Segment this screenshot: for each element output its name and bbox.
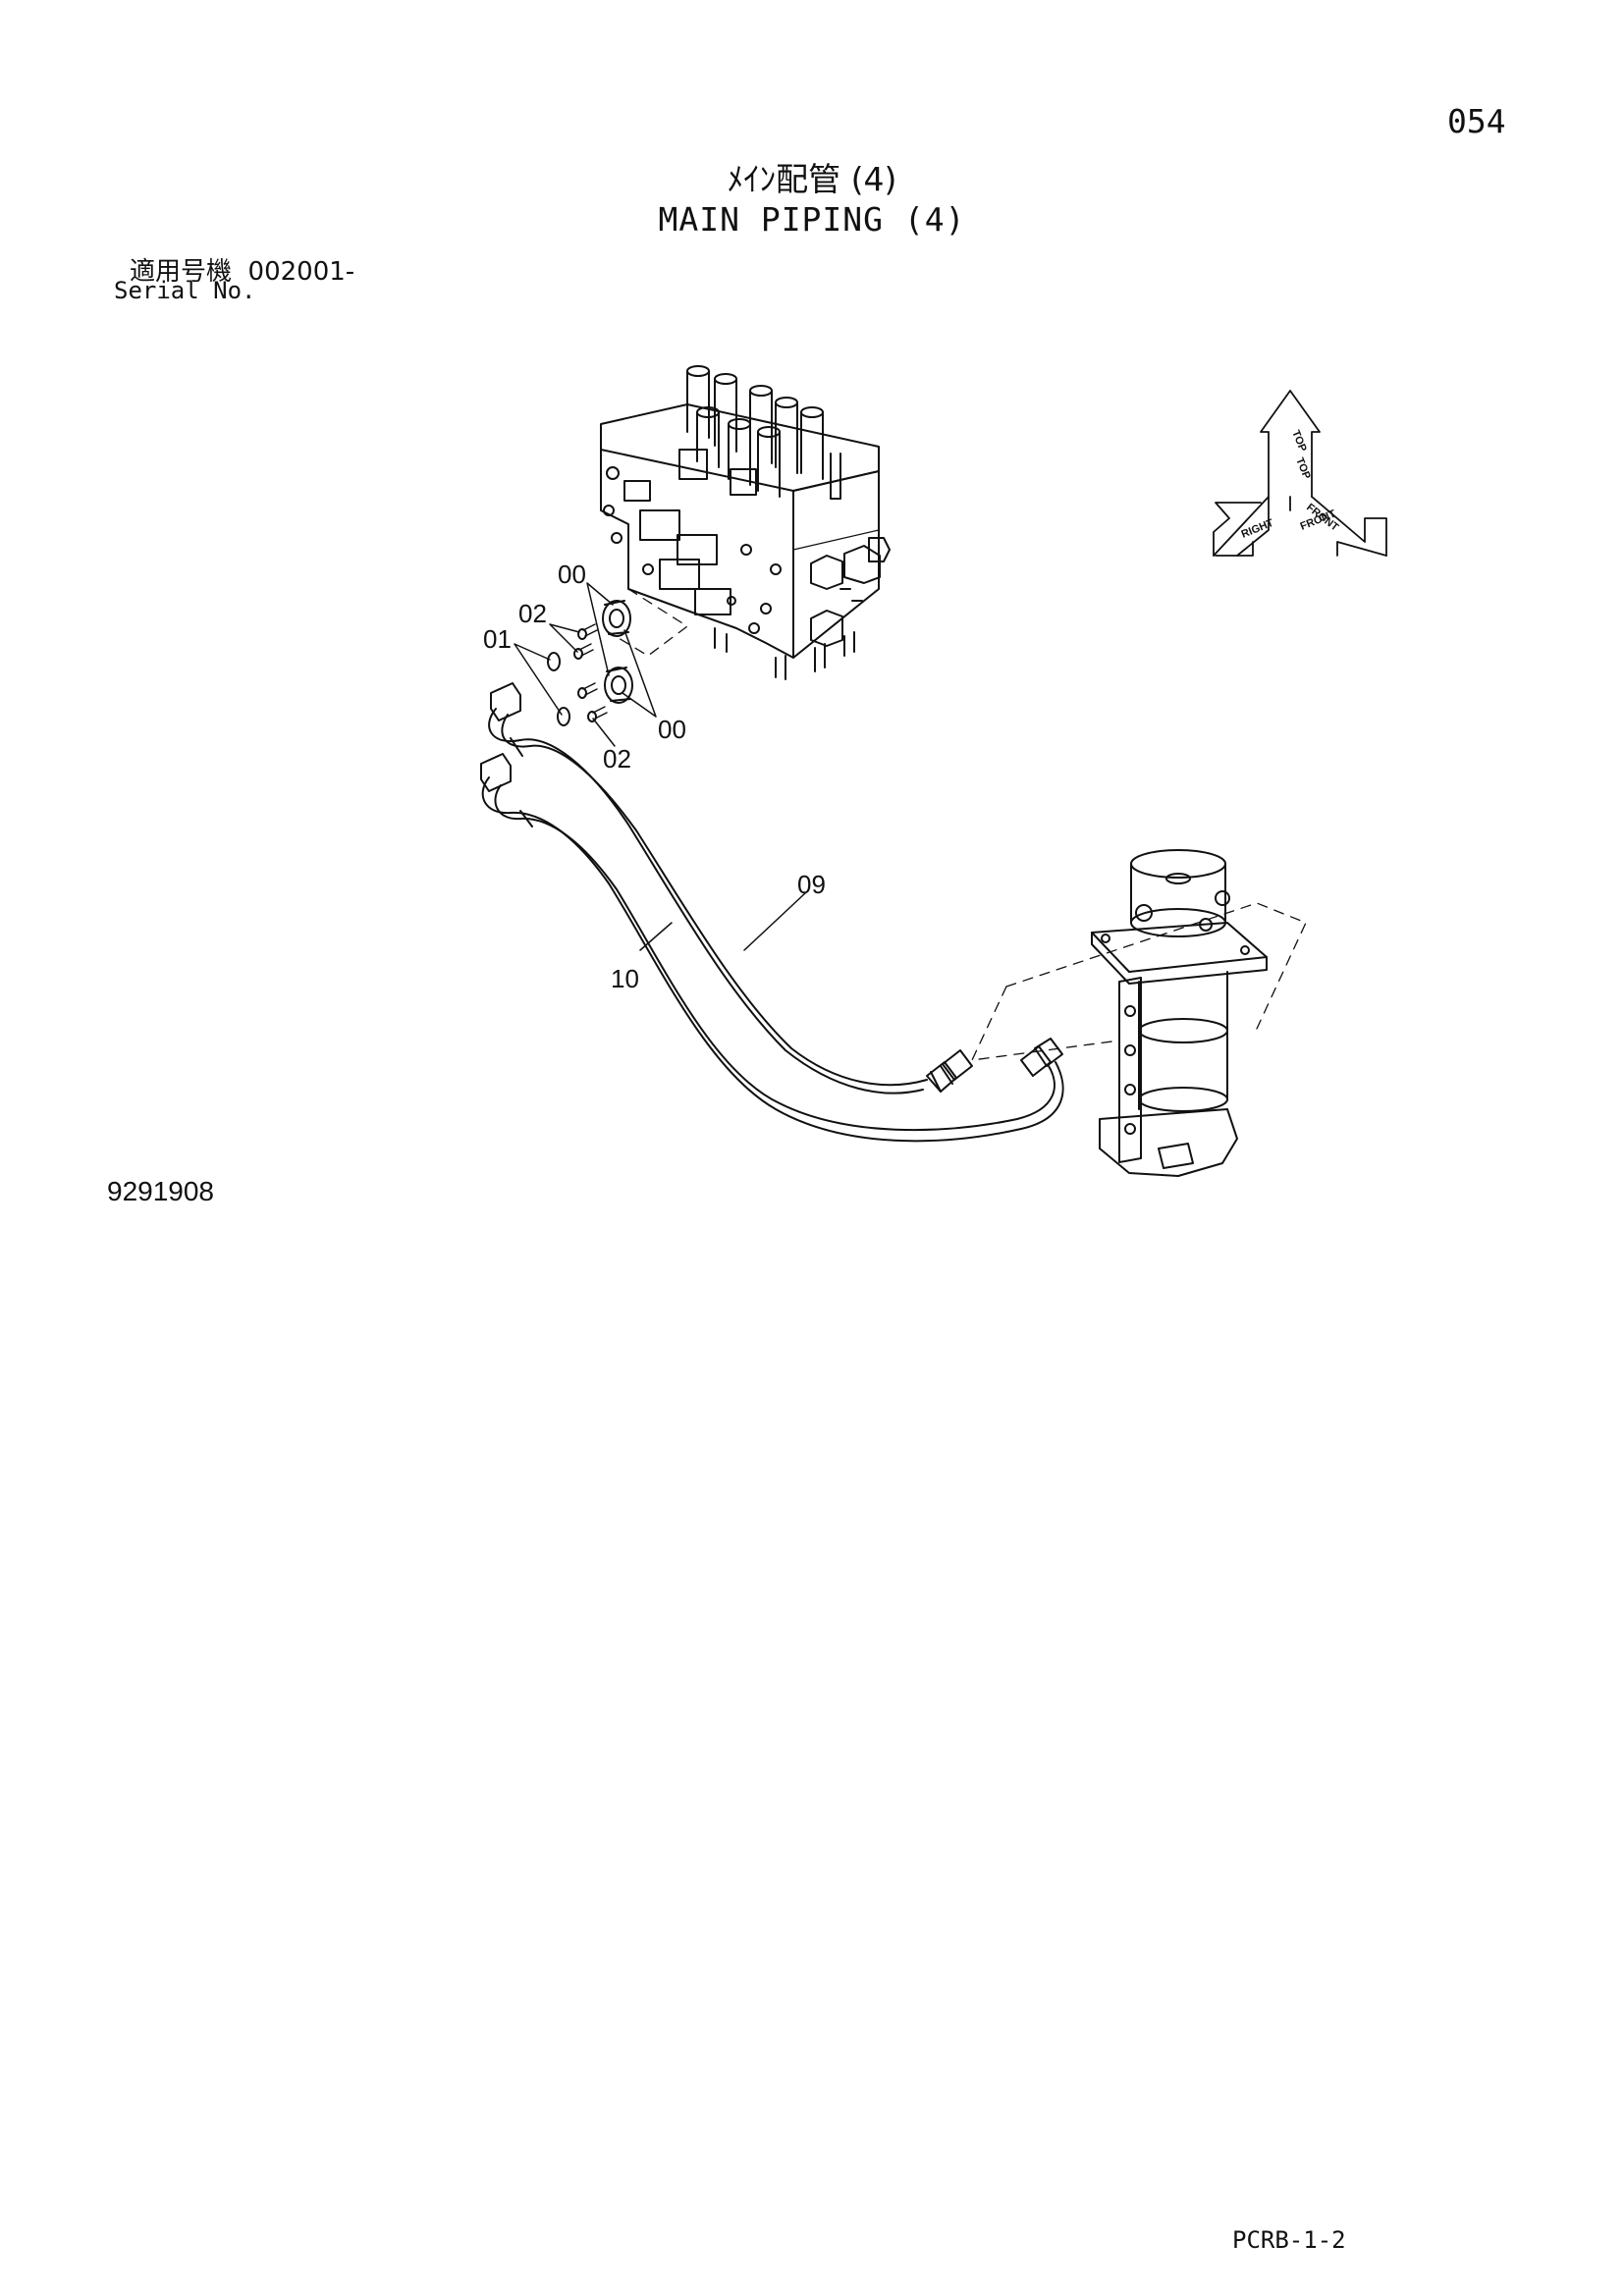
callout-01: 01 [483,624,512,654]
callouts: 00 02 01 00 02 09 10 [483,560,826,993]
control-valve [600,365,891,680]
callout-02-lower: 02 [603,744,631,774]
serial-label: 適用号機 [130,257,233,287]
page-code: PCRB-1-2 [1232,2226,1346,2254]
orientation-indicator: TOP TOP RIGHT FRONT FRONT [1213,390,1387,557]
page-title: MAIN PIPING (4) [658,200,966,239]
callout-09: 09 [797,870,826,899]
callout-10: 10 [611,964,639,993]
serial-label-english: Serial No. [114,277,256,304]
leader-lines [514,582,806,951]
callout-00-lower: 00 [658,715,686,744]
drawing-number: 9291908 [107,1176,215,1206]
swivel-joint [971,849,1307,1177]
serial-label-japanese: 適用号機 002001- [130,251,354,288]
orientation-top-label-2: TOP [1293,456,1313,481]
port-fittings [480,600,633,792]
hoses [481,708,1064,1143]
page-number: 054 [1447,102,1506,140]
callout-02-upper: 02 [518,599,547,628]
serial-value: 002001- [247,257,355,287]
orientation-top-label: TOP [1289,429,1309,454]
page-title-japanese: ﾒｲﾝ配管 (4) [727,160,897,198]
callout-00-upper: 00 [558,560,586,589]
